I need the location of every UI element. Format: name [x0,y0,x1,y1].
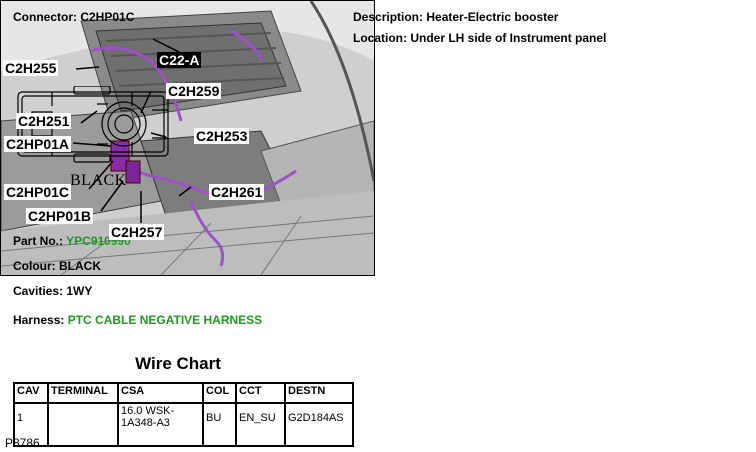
location-value: Under LH side of Instrument panel [410,31,607,45]
connector-color-caption: BLACK [70,172,127,189]
wire-chart-header-row: CAV TERMINAL CSA COL CCT DESTN [13,382,354,404]
header-cct: CCT [235,382,286,404]
connector-label: Connector: [13,10,77,24]
photo-illustration [1,1,374,275]
wire-chart-title: Wire Chart [135,354,221,373]
location-photo: C22-A C2H255 C2H259 C2H251 C2H253 C2HP01… [0,0,375,450]
connector-line: Connector: C2HP01C [13,10,134,24]
table-row: 1 16.0 WSK-1A348-A3 BU EN_SU G2D184AS [13,402,354,447]
cavities-value: 1WY [66,284,93,298]
cell-csa: 16.0 WSK-1A348-A3 [117,402,204,447]
colour-label: Colour: [13,259,56,273]
callout-c2h253: C2H253 [194,128,250,144]
harness-link[interactable]: PTC CABLE NEGATIVE HARNESS [67,313,263,327]
harness-line: Harness: PTC CABLE NEGATIVE HARNESS [13,313,262,327]
header-csa: CSA [117,382,204,404]
callout-c2hp01c: C2HP01C [4,184,72,200]
cell-cav: 1 [13,402,49,447]
callout-c2hp01b: C2HP01B [26,208,94,224]
description-value: Heater-Electric booster [426,10,559,24]
cell-cct: EN_SU [235,402,286,447]
callout-c22a: C22-A [157,52,202,68]
cell-terminal [47,402,119,447]
header-destn: DESTN [284,382,354,404]
location-label: Location: [353,31,407,45]
callout-c2h255: C2H255 [3,60,59,76]
description-line: Description: Heater-Electric booster [353,10,558,24]
colour-value: BLACK [59,259,101,273]
connector-value: C2HP01C [80,10,135,24]
part-no-label: Part No.: [13,234,64,248]
cavities-label: Cavities: [13,284,64,298]
callout-c2h257: C2H257 [109,224,165,240]
cavities-line: Cavities: 1WY [13,284,92,298]
harness-label: Harness: [13,313,65,327]
colour-line: Colour: BLACK [13,259,101,273]
header-terminal: TERMINAL [47,382,119,404]
header-cav: CAV [13,382,49,404]
callout-c2h261: C2H261 [209,184,265,200]
wire-chart-table: CAV TERMINAL CSA COL CCT DESTN 1 16.0 WS… [13,382,354,447]
callout-c2hp01a: C2HP01A [4,136,72,152]
header-col: COL [202,382,237,404]
callout-c2h251: C2H251 [16,113,72,129]
location-line: Location: Under LH side of Instrument pa… [353,31,606,45]
description-label: Description: [353,10,424,24]
cell-destn: G2D184AS [284,402,354,447]
callout-c2h259: C2H259 [166,83,222,99]
cell-col: BU [202,402,237,447]
